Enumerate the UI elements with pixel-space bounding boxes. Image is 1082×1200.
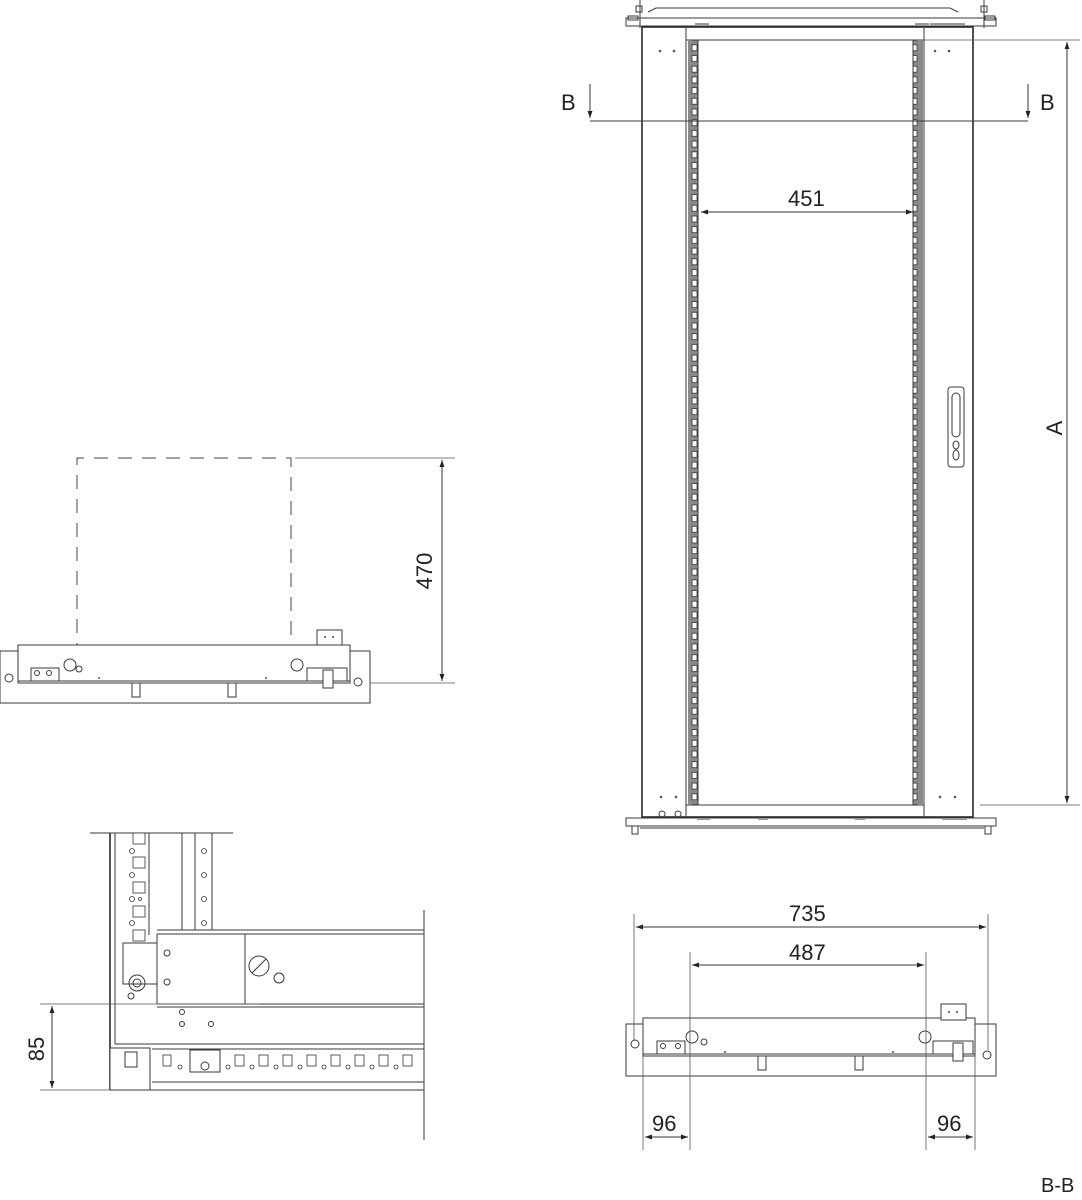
- bracket: [316, 629, 343, 646]
- dim-label-470: 470: [412, 552, 437, 590]
- dim-label-96-right: 96: [937, 1111, 962, 1136]
- door-handle-icon: [947, 386, 965, 468]
- bracket: [940, 1003, 967, 1021]
- roof-bolt-left-icon: [627, 0, 643, 28]
- section-marker-right: B: [1040, 90, 1055, 115]
- dim-label-451: 451: [788, 186, 825, 211]
- section-caption: B-B: [1041, 1175, 1075, 1197]
- section-view: [625, 914, 997, 1150]
- corner-profile: [109, 1047, 151, 1091]
- section-marker-left: B: [561, 90, 576, 115]
- roof-bolt-right-icon: [980, 0, 996, 28]
- detail-view: [40, 832, 425, 1140]
- roof-cap: [647, 7, 959, 13]
- dim-label-487: 487: [789, 940, 826, 965]
- dim-label-735: 735: [789, 901, 826, 926]
- plinth: [625, 817, 997, 827]
- dim-label-85: 85: [24, 1036, 49, 1062]
- dim-label-96-left: 96: [652, 1111, 677, 1136]
- top-view: [0, 457, 455, 704]
- front-view: [587, 0, 1080, 835]
- leveling-foot-left-icon: [631, 825, 639, 835]
- dim-label-a: A: [1042, 420, 1067, 436]
- clip-icon: [189, 1049, 221, 1073]
- swing-envelope: [76, 457, 292, 657]
- cabinet-frame: [641, 26, 974, 818]
- leveling-foot-right-icon: [984, 825, 992, 835]
